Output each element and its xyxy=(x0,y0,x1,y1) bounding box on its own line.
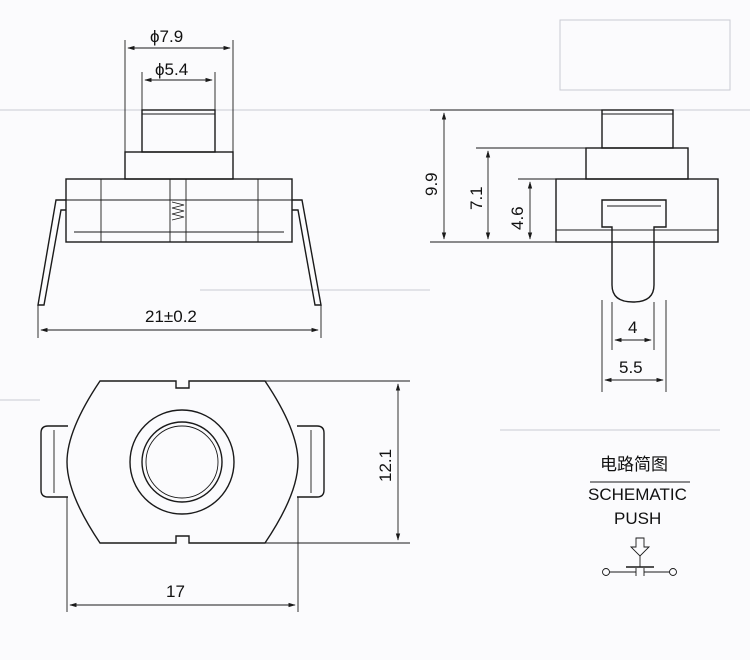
front-spring xyxy=(171,201,185,221)
dim-pin-inner-width: 4 xyxy=(628,318,637,337)
dim-pin-height: 4.6 xyxy=(508,206,527,230)
side-button-collar xyxy=(585,147,689,180)
top-button-outer-ring xyxy=(129,409,235,515)
side-body xyxy=(555,178,719,243)
top-button-middle-ring xyxy=(141,421,223,503)
top-left-terminal xyxy=(40,425,68,498)
switch-terminal-left xyxy=(602,568,610,576)
top-button-inner-ring xyxy=(145,425,219,499)
dim-width: 21±0.2 xyxy=(145,307,197,326)
top-body-outline xyxy=(66,380,299,544)
push-arrow-icon xyxy=(629,537,651,557)
front-button-plunger xyxy=(141,109,216,153)
schematic-label: PUSH xyxy=(614,509,661,528)
schematic-legend: 电路简图 SCHEMATIC PUSH xyxy=(588,455,690,576)
schematic-title-cn: 电路简图 xyxy=(600,455,668,474)
dim-pin-outer-width: 5.5 xyxy=(619,358,643,377)
front-button-collar xyxy=(124,151,234,180)
dim-body-height: 7.1 xyxy=(467,186,486,210)
switch-terminal-right xyxy=(669,568,677,576)
front-right-leg xyxy=(292,199,322,306)
side-pin xyxy=(601,199,667,303)
dim-total-height: 9.9 xyxy=(422,172,441,196)
top-right-terminal xyxy=(297,425,325,498)
dim-top-height: 12.1 xyxy=(376,449,395,482)
schematic-title-en: SCHEMATIC xyxy=(588,485,687,504)
side-button-plunger xyxy=(601,109,674,149)
dim-inner-diameter: ϕ5.4 xyxy=(155,60,188,79)
side-view: 9.9 7.1 4.6 4 5.5 xyxy=(422,109,719,392)
top-view: 12.1 17 xyxy=(40,380,410,612)
front-view: ϕ7.9 ϕ5.4 21±0.2 xyxy=(37,27,322,338)
front-left-leg xyxy=(37,199,66,306)
dim-top-width: 17 xyxy=(166,582,185,601)
dim-outer-diameter: ϕ7.9 xyxy=(150,27,183,46)
